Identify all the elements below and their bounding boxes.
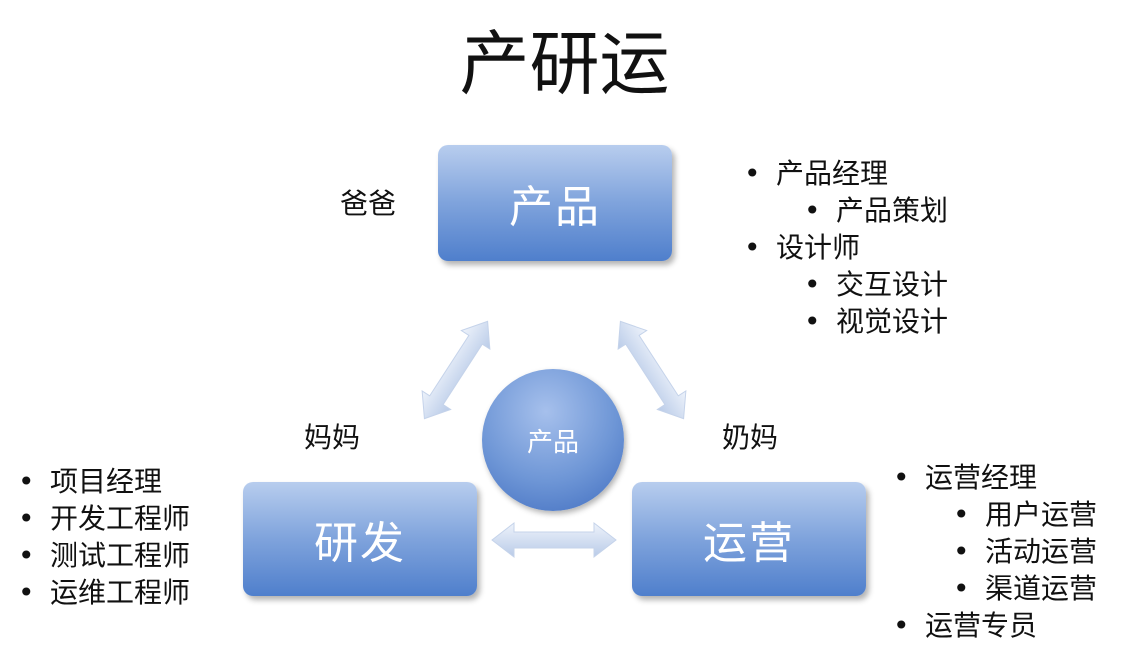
list-item: 产品策划	[776, 192, 948, 229]
list-item: 用户运营	[925, 496, 1097, 533]
list-item: 渠道运营	[925, 570, 1097, 607]
list-item: 视觉设计	[776, 303, 948, 340]
list-item: 产品经理	[744, 155, 948, 192]
product-roles-list: 产品经理 产品策划 设计师 交互设计 视觉设计	[744, 155, 948, 340]
list-item: 设计师	[744, 229, 948, 266]
center-product-circle: 产品	[482, 369, 624, 511]
product-node: 产品	[438, 145, 672, 261]
diagram-title: 产研运	[459, 23, 670, 105]
role-label-product: 爸爸	[340, 187, 397, 220]
list-item: 运营经理	[893, 459, 1097, 496]
role-label-ops: 奶妈	[722, 421, 779, 454]
ops-roles-list: 运营经理 用户运营 活动运营 渠道运营 运营专员	[893, 459, 1097, 644]
list-item: 交互设计	[776, 266, 948, 303]
list-item: 运维工程师	[18, 574, 190, 611]
list-item: 运营专员	[893, 607, 1097, 644]
double-arrow-product-ops	[617, 320, 687, 420]
rd-roles-list: 项目经理 开发工程师 测试工程师 运维工程师	[18, 463, 190, 611]
double-arrow-product-rd	[421, 320, 491, 420]
rd-node: 研发	[243, 482, 477, 596]
role-label-rd: 妈妈	[304, 421, 361, 454]
list-item: 测试工程师	[18, 537, 190, 574]
list-item: 活动运营	[925, 533, 1097, 570]
double-arrow-rd-ops	[491, 521, 617, 559]
list-item: 开发工程师	[18, 500, 190, 537]
ops-node: 运营	[632, 482, 866, 596]
list-item: 项目经理	[18, 463, 190, 500]
